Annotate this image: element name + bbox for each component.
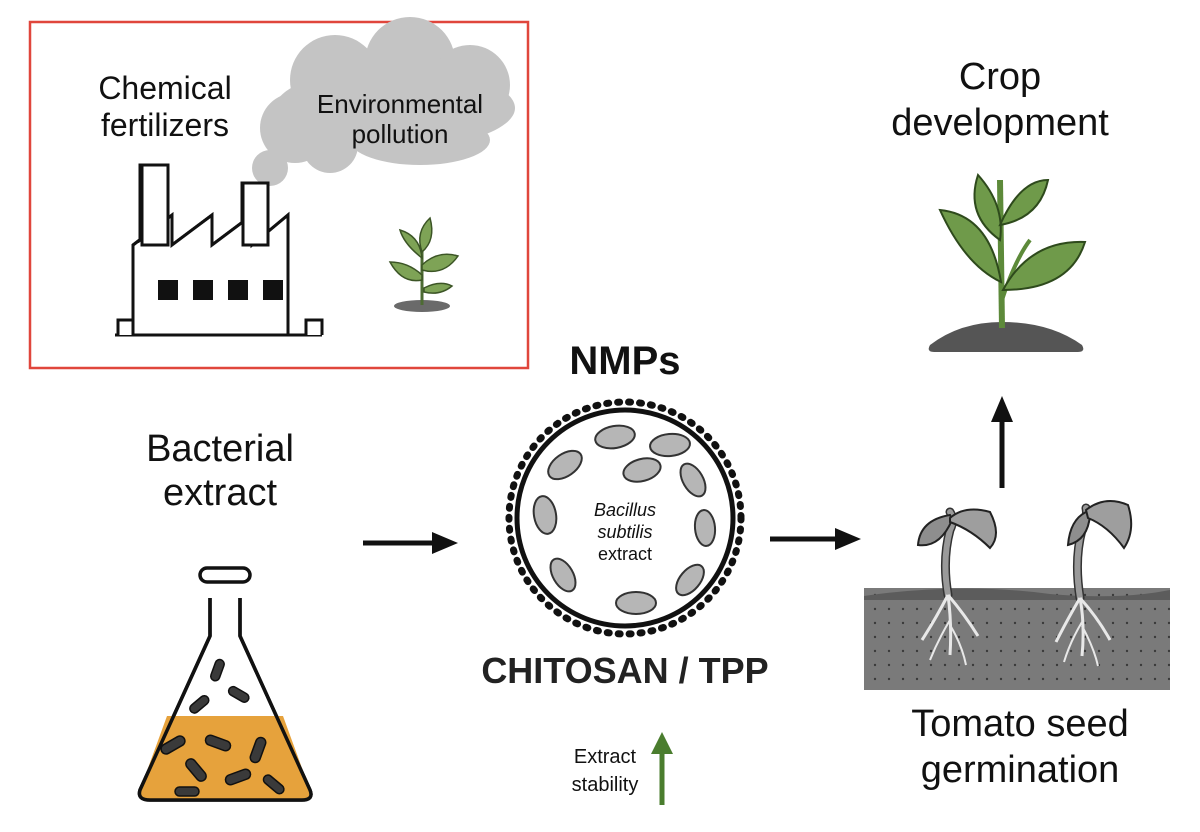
arrow-germination-to-crop	[991, 396, 1013, 488]
problem-box-border	[28, 20, 530, 370]
crop-line2: development	[891, 101, 1109, 144]
nmp-inner-line1: Bacillus	[593, 500, 657, 520]
stability-up-arrow	[651, 732, 673, 805]
nmp-inner-line2: subtilis	[597, 521, 653, 542]
stability-line1: Extract	[573, 746, 637, 768]
crop-line1: Crop	[958, 56, 1042, 98]
arrow-extract-to-nmps	[363, 532, 458, 554]
bacterial-label-line1: Bacterial	[146, 428, 294, 470]
seedling-left-icon	[916, 507, 997, 666]
bacterial-label-line2: extract	[162, 471, 278, 514]
problem-title-line2: fertilizers	[100, 106, 229, 143]
small-plant-icon	[388, 216, 460, 312]
flask-icon	[137, 566, 313, 802]
problem-box-title: Chemical fertilizers	[60, 70, 270, 144]
chitosan-tpp-label: CHITOSAN / TPP	[481, 650, 769, 691]
factory-windows	[158, 280, 283, 300]
germination-line1: Tomato seed	[911, 703, 1129, 745]
pollution-cloud-label: Environmental pollution	[290, 89, 510, 150]
germination-soil-panel	[864, 588, 1170, 690]
crop-plant-icon	[928, 173, 1087, 352]
nmps-title: NMPs	[569, 339, 681, 383]
cloud-label-line2: pollution	[351, 118, 449, 149]
germination-line2: germination	[920, 748, 1120, 791]
nmp-inner-line3: extract	[597, 543, 653, 564]
cloud-label-line1: Environmental	[316, 89, 484, 119]
arrow-nmps-to-germination	[770, 528, 861, 550]
seedling-right-icon	[1054, 500, 1133, 667]
germination-label: Tomato seed germination	[870, 702, 1170, 793]
crop-development-label: Crop development	[860, 55, 1140, 146]
nmp-particle-icon	[505, 398, 745, 638]
nmp-inner-label: Bacillus subtilis extract	[560, 500, 690, 566]
stability-line2: stability	[571, 774, 639, 796]
problem-title-line1: Chemical	[98, 70, 232, 106]
stability-label: Extract stability	[555, 743, 655, 799]
pollution-cloud	[252, 17, 515, 186]
bacterial-extract-label: Bacterial extract	[110, 428, 330, 515]
